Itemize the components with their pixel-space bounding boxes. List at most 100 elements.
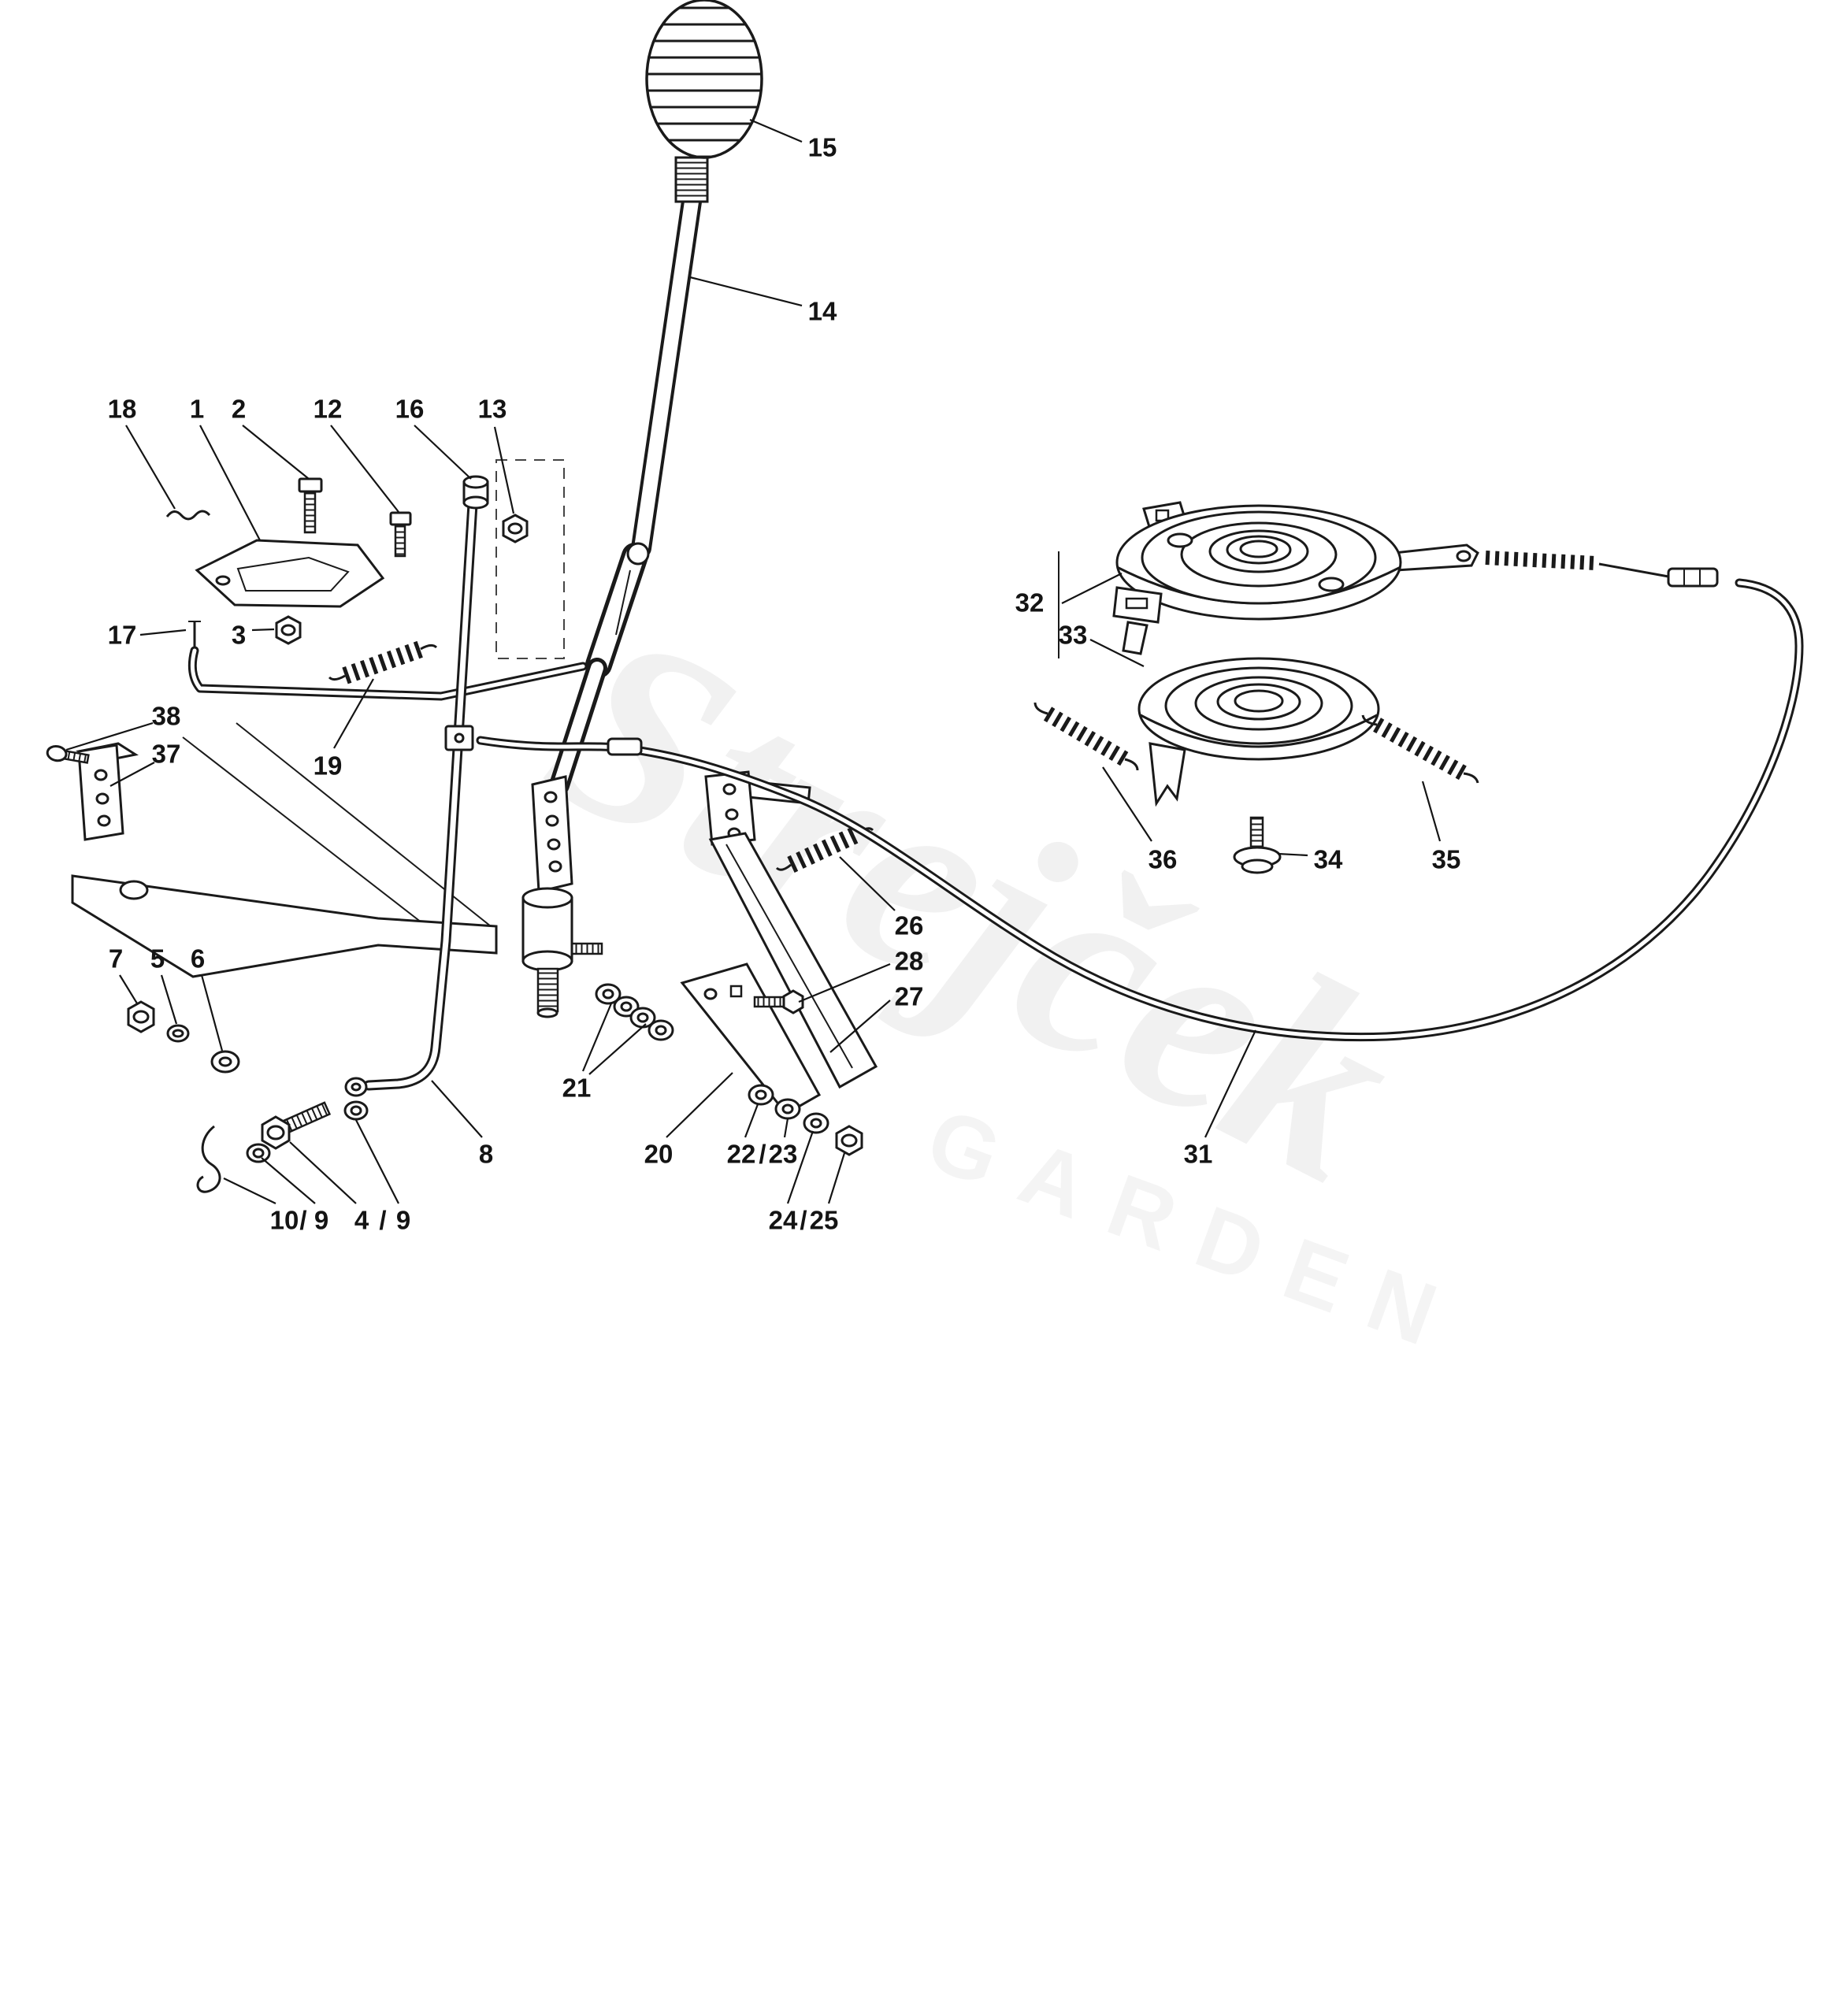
part-label-15: 15 xyxy=(808,133,837,162)
washer-9b xyxy=(343,1100,369,1121)
leader-line-27 xyxy=(829,1000,891,1053)
leader-line-32 xyxy=(1061,573,1123,604)
leader-line-14 xyxy=(689,276,803,307)
lever-joint xyxy=(626,542,650,566)
gear-lever-14 xyxy=(549,191,702,796)
leader-line-6 xyxy=(200,974,224,1051)
part-label-27: 27 xyxy=(895,982,924,1011)
clevis-pin-17 xyxy=(188,621,201,649)
leader-line-38 xyxy=(65,721,154,751)
part-label-2: 2 xyxy=(232,395,246,424)
cable-adjuster xyxy=(1667,567,1719,588)
cable-spring xyxy=(1485,551,1597,570)
part-label-23: 23 xyxy=(769,1140,798,1169)
part-label-12: 12 xyxy=(314,395,343,424)
part-label-4: 4 xyxy=(354,1206,369,1235)
knob-stem-threads xyxy=(674,156,709,203)
part-label-16: 16 xyxy=(395,395,425,424)
leader-lines xyxy=(65,118,1442,1204)
part-label-14: 14 xyxy=(808,297,837,326)
leader-line-34 xyxy=(1277,852,1308,857)
leader-line-35 xyxy=(1421,781,1442,842)
label-separator: / xyxy=(379,1206,386,1235)
part-label-26: 26 xyxy=(895,911,924,940)
leader-line-20 xyxy=(666,1072,733,1138)
part-label-32: 32 xyxy=(1015,588,1045,618)
leader-line-17 xyxy=(139,629,187,636)
clutch-cable-31 xyxy=(476,551,1804,1042)
cable-barrel xyxy=(607,737,643,756)
clutch-rotor-33 xyxy=(1137,657,1380,807)
gear-knob-15 xyxy=(645,0,763,159)
leader-line-22 xyxy=(744,1103,759,1138)
part-label-21: 21 xyxy=(562,1074,592,1103)
part-label-36: 36 xyxy=(1149,845,1178,874)
leader-line-7 xyxy=(119,974,138,1004)
leader-line-21 xyxy=(581,1003,613,1072)
part-label-25: 25 xyxy=(810,1206,839,1235)
part-label-10: 10 xyxy=(270,1206,299,1235)
leader-line-33 xyxy=(1089,639,1145,667)
chassis-bar xyxy=(71,722,498,978)
part-label-35: 35 xyxy=(1432,845,1461,874)
washer-24 xyxy=(803,1112,829,1134)
part-label-28: 28 xyxy=(895,947,924,976)
leader-line-21 xyxy=(588,1023,647,1075)
cable-clamp xyxy=(444,725,474,751)
nut-25 xyxy=(835,1125,863,1156)
leader-line-13 xyxy=(493,426,515,514)
clutch-armature-32 xyxy=(1112,501,1479,655)
leader-line-8 xyxy=(431,1080,483,1138)
part-label-34: 34 xyxy=(1314,845,1343,874)
bolt-2 xyxy=(298,477,323,534)
bolt-28 xyxy=(753,989,804,1014)
rotor-tab xyxy=(1149,742,1186,807)
square-hole xyxy=(729,985,743,998)
part-label-13: 13 xyxy=(478,395,507,424)
leader-line-15 xyxy=(749,118,803,143)
bolt-4 xyxy=(261,1101,332,1150)
leader-line-31 xyxy=(1204,1029,1256,1138)
part-label-18: 18 xyxy=(108,395,137,424)
engagement-rod-17 xyxy=(187,646,588,701)
leader-line-12 xyxy=(330,425,399,513)
leader-line-18 xyxy=(125,425,176,510)
bolt-34 xyxy=(1233,816,1282,874)
washer-22 xyxy=(748,1084,774,1106)
shift-rod-8 xyxy=(344,499,478,1097)
part-label-22: 22 xyxy=(727,1140,756,1169)
bracket-37 xyxy=(76,742,139,841)
part-label-1: 1 xyxy=(190,395,204,424)
label-separator: / xyxy=(759,1140,766,1169)
nut-13 xyxy=(502,514,529,543)
leader-line-19 xyxy=(333,678,374,749)
part-label-9: 9 xyxy=(314,1206,328,1235)
part-label-20: 20 xyxy=(644,1140,674,1169)
plate-1 xyxy=(195,539,385,608)
part-label-6: 6 xyxy=(191,944,205,974)
pivot-block xyxy=(521,887,603,1018)
washer-6 xyxy=(210,1050,240,1074)
bushing-16 xyxy=(462,475,489,510)
part-label-37: 37 xyxy=(152,740,181,769)
part-label-5: 5 xyxy=(150,944,165,974)
nut-7 xyxy=(127,1000,155,1033)
leader-line-25 xyxy=(827,1152,846,1204)
part-label-7: 7 xyxy=(109,944,123,974)
chassis-hole xyxy=(119,880,149,900)
spring-19 xyxy=(328,640,438,684)
leader-line-37 xyxy=(109,762,155,787)
pivot-bracket xyxy=(531,775,573,893)
washers-21 xyxy=(595,983,674,1041)
leader-line-9 xyxy=(355,1119,399,1204)
leader-line-23 xyxy=(783,1118,789,1138)
washer-23 xyxy=(774,1098,801,1120)
part-label-17: 17 xyxy=(108,621,137,650)
leader-line-10 xyxy=(223,1178,276,1204)
part-label-19: 19 xyxy=(314,751,343,781)
spring-35 xyxy=(1361,714,1479,784)
spring-36 xyxy=(1033,702,1139,771)
plate-20 xyxy=(680,962,822,1115)
label-separator: / xyxy=(299,1206,306,1235)
